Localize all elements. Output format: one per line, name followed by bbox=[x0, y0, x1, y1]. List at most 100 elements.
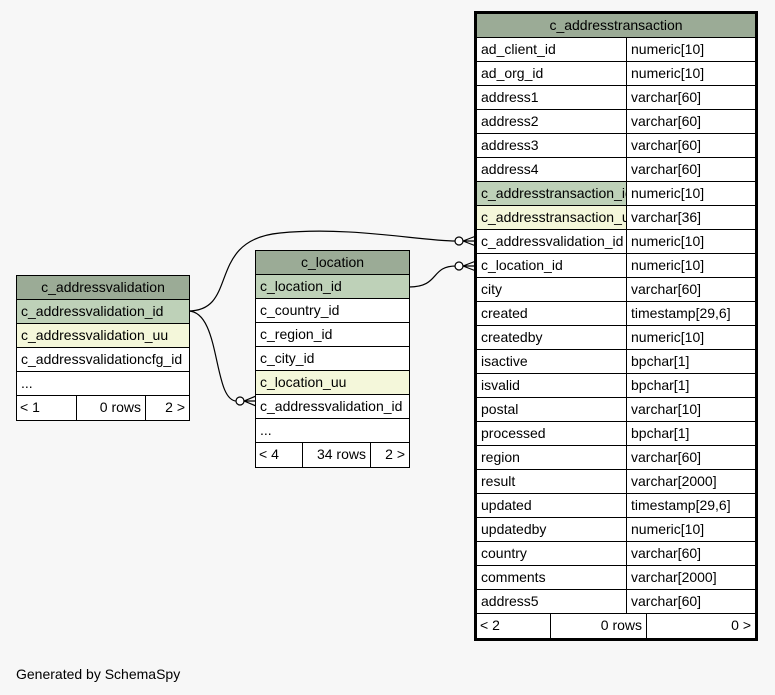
column-name: address2 bbox=[481, 113, 539, 129]
column-type: varchar[60] bbox=[626, 278, 755, 301]
table-row[interactable]: address5 varchar[60] bbox=[477, 590, 755, 614]
children-count: 0 > bbox=[731, 617, 751, 633]
column-name: c_addresstransaction_id bbox=[477, 182, 626, 205]
column-name: updated bbox=[481, 497, 532, 513]
table-row[interactable]: c_addressvalidationcfg_id bbox=[17, 348, 189, 372]
column-name: c_city_id bbox=[260, 350, 315, 366]
table-row[interactable]: c_city_id bbox=[256, 347, 409, 371]
table-row[interactable]: address4 varchar[60] bbox=[477, 158, 755, 182]
column-name: address5 bbox=[481, 593, 539, 609]
column-type: numeric[10] bbox=[626, 254, 755, 277]
column-name: c_addressvalidation_id bbox=[17, 300, 189, 323]
column-type: varchar[60] bbox=[626, 158, 755, 181]
column-type: numeric[10] bbox=[626, 182, 755, 205]
column-name: region bbox=[481, 449, 520, 465]
table-row[interactable]: city varchar[60] bbox=[477, 278, 755, 302]
column-name: ... bbox=[21, 375, 33, 391]
column-type: varchar[60] bbox=[626, 86, 755, 109]
table-row[interactable]: ad_org_id numeric[10] bbox=[477, 62, 755, 86]
column-name: c_addressvalidation_id bbox=[481, 233, 624, 249]
table-row[interactable]: region varchar[60] bbox=[477, 446, 755, 470]
column-name: ad_org_id bbox=[481, 65, 544, 81]
children-count: 2 > bbox=[165, 399, 185, 415]
column-type: varchar[60] bbox=[626, 446, 755, 469]
table-row[interactable]: c_location_id bbox=[256, 275, 409, 299]
row-count: 34 rows bbox=[303, 443, 371, 467]
edge-location-to-transaction bbox=[408, 265, 457, 288]
column-type: varchar[60] bbox=[626, 110, 755, 133]
column-name: created bbox=[481, 305, 528, 321]
table-row[interactable]: c_region_id bbox=[256, 323, 409, 347]
table-title[interactable]: c_addresstransaction bbox=[477, 14, 755, 38]
column-type: bpchar[1] bbox=[626, 350, 755, 373]
table-row[interactable]: updated timestamp[29,6] bbox=[477, 494, 755, 518]
table-row[interactable]: c_addressvalidation_id bbox=[17, 300, 189, 324]
table-row[interactable]: createdby numeric[10] bbox=[477, 326, 755, 350]
column-type: varchar[2000] bbox=[626, 470, 755, 493]
table-row[interactable]: c_addressvalidation_uu bbox=[17, 324, 189, 348]
column-name: result bbox=[481, 473, 516, 489]
table-row[interactable]: c_country_id bbox=[256, 299, 409, 323]
column-type: numeric[10] bbox=[626, 38, 755, 61]
table-c-location[interactable]: c_location c_location_id c_country_id c_re… bbox=[255, 250, 410, 468]
column-name: processed bbox=[481, 425, 546, 441]
table-row[interactable]: isvalid bpchar[1] bbox=[477, 374, 755, 398]
edge-validation-to-location-optional-marker bbox=[235, 396, 245, 406]
column-name: postal bbox=[481, 401, 519, 417]
table-row[interactable]: ... bbox=[17, 372, 189, 396]
table-row[interactable]: result varchar[2000] bbox=[477, 470, 755, 494]
column-name: c_country_id bbox=[260, 302, 340, 318]
column-type: numeric[10] bbox=[626, 326, 755, 349]
column-type: timestamp[29,6] bbox=[626, 494, 755, 517]
table-title[interactable]: c_addressvalidation bbox=[17, 276, 189, 300]
column-name: comments bbox=[481, 569, 546, 585]
table-row[interactable]: c_location_uu bbox=[256, 371, 409, 395]
table-c-addressvalidation[interactable]: c_addressvalidation c_addressvalidation_… bbox=[16, 275, 190, 421]
column-name: c_addressvalidationcfg_id bbox=[21, 351, 183, 367]
table-row[interactable]: address1 varchar[60] bbox=[477, 86, 755, 110]
column-name: isvalid bbox=[481, 377, 520, 393]
parents-count: < 2 bbox=[477, 614, 551, 638]
column-type: numeric[10] bbox=[626, 230, 755, 253]
table-row[interactable]: address2 varchar[60] bbox=[477, 110, 755, 134]
column-name: ... bbox=[260, 422, 272, 438]
row-count: 0 rows bbox=[551, 614, 647, 638]
parents-count: < 1 bbox=[17, 396, 77, 420]
column-name: address1 bbox=[481, 89, 539, 105]
column-type: varchar[60] bbox=[626, 590, 755, 613]
table-row[interactable]: c_addressvalidation_id bbox=[256, 395, 409, 419]
column-name: c_location_id bbox=[256, 275, 409, 298]
table-row[interactable]: ... bbox=[256, 419, 409, 443]
column-name: city bbox=[481, 281, 502, 297]
column-name: createdby bbox=[481, 329, 543, 345]
row-count: 0 rows bbox=[77, 396, 146, 420]
column-type: numeric[10] bbox=[626, 518, 755, 541]
table-title[interactable]: c_location bbox=[256, 251, 409, 275]
column-type: bpchar[1] bbox=[626, 374, 755, 397]
column-type: numeric[10] bbox=[626, 62, 755, 85]
column-name: address3 bbox=[481, 137, 539, 153]
parents-count: < 4 bbox=[256, 443, 303, 467]
column-name: country bbox=[481, 545, 527, 561]
edge-validation-to-transaction-optional-marker bbox=[454, 236, 464, 246]
column-name: address4 bbox=[481, 161, 539, 177]
edge-location-to-transaction-optional-marker bbox=[454, 261, 464, 271]
